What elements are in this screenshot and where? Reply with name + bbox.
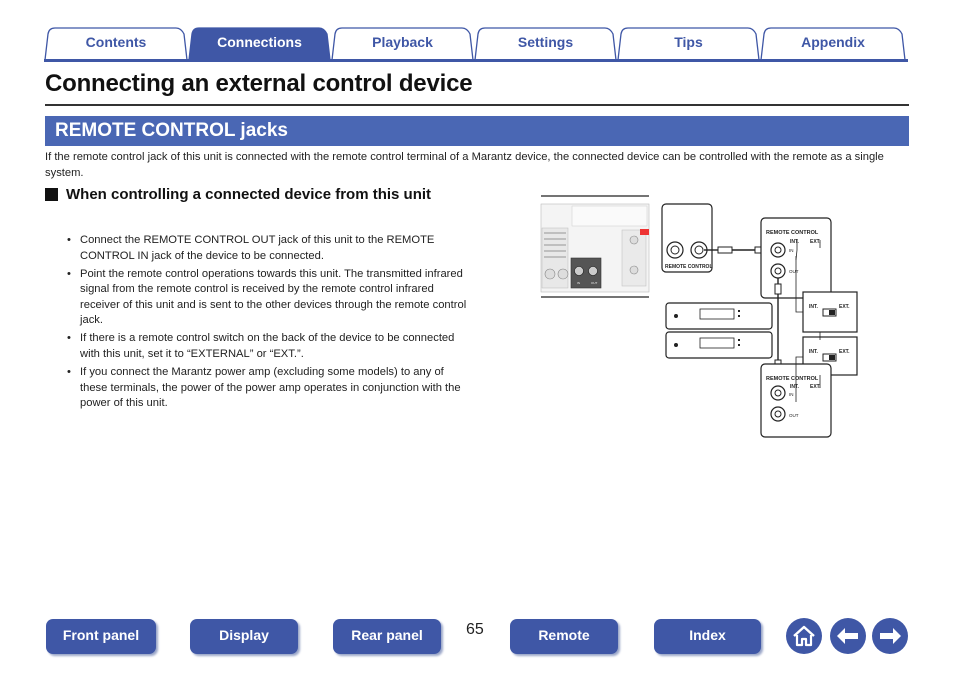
title-divider (45, 104, 909, 106)
button-label: Rear panel (351, 627, 423, 643)
rear-panel-button[interactable]: Rear panel (333, 619, 441, 654)
tab-label: Settings (517, 34, 574, 50)
int-label: INT. (790, 239, 800, 245)
tab-settings[interactable]: Settings (474, 27, 617, 60)
intro-paragraph: If the remote control jack of this unit … (45, 151, 884, 179)
subheading-text: When controlling a connected device from… (66, 186, 432, 203)
home-icon[interactable] (785, 617, 823, 655)
tab-shape (760, 27, 906, 60)
tab-shape (188, 27, 331, 60)
small-out-label: OUT (591, 281, 598, 285)
ext-label: EXT. (810, 239, 821, 245)
main-unit-rear-panel: IN OUT (540, 195, 650, 298)
cable-plug (774, 283, 782, 295)
int-label: INT. (790, 384, 800, 390)
in-label: IN (789, 392, 794, 397)
section-header: REMOTE CONTROL jacks (45, 116, 909, 146)
connected-device-stack (665, 302, 773, 359)
device-jack-label: REMOTE CONTROL (766, 230, 819, 236)
out-label: OUT (789, 413, 799, 418)
button-label: Display (219, 627, 269, 643)
page-title: Connecting an external control device (45, 70, 473, 97)
tab-connections[interactable]: Connections (188, 27, 331, 60)
list-item: If you connect the Marantz power amp (ex… (66, 365, 471, 412)
instruction-list: Connect the REMOTE CONTROL OUT jack of t… (66, 233, 471, 414)
list-item: If there is a remote control switch on t… (66, 331, 471, 362)
unit-jack-label: REMOTE CONTROL (665, 264, 713, 270)
ext-label: EXT. (839, 349, 850, 355)
tab-label: Appendix (801, 34, 865, 50)
tab-baseline (44, 59, 908, 62)
in-label: IN (789, 248, 794, 253)
ext-label: EXT. (810, 384, 821, 390)
device-jack-label: REMOTE CONTROL (766, 376, 819, 382)
tab-label: Connections (217, 34, 302, 50)
connection-diagram: IN OUT REMOTE CONTROL REMOTE CONTROL INT… (540, 195, 858, 438)
callout-line (795, 256, 803, 402)
small-in-label: IN (577, 281, 580, 285)
display-button[interactable]: Display (190, 619, 298, 654)
subheading: When controlling a connected device from… (45, 185, 475, 205)
ext-label: EXT. (839, 304, 850, 310)
tab-appendix[interactable]: Appendix (760, 27, 906, 60)
arrow-right-icon[interactable] (871, 617, 909, 655)
section-title: REMOTE CONTROL jacks (55, 120, 288, 141)
list-item: Connect the REMOTE CONTROL OUT jack of t… (66, 233, 471, 264)
arrow-left-icon[interactable] (829, 617, 867, 655)
button-label: Front panel (62, 627, 140, 643)
tab-label: Contents (85, 34, 147, 50)
tab-playback[interactable]: Playback (331, 27, 474, 60)
remote-switch-1: INT. EXT. (802, 291, 858, 333)
index-button[interactable]: Index (654, 619, 761, 654)
unit-remote-control-jacks: REMOTE CONTROL (661, 203, 713, 273)
list-item: Point the remote control operations towa… (66, 267, 471, 329)
top-tab-bar: Contents Connections Playback Settings T… (44, 27, 908, 62)
button-label: Remote (538, 627, 590, 643)
remote-button[interactable]: Remote (510, 619, 618, 654)
out-label: OUT (789, 269, 799, 274)
front-panel-button[interactable]: Front panel (46, 619, 156, 654)
tab-tips[interactable]: Tips (617, 27, 760, 60)
tab-shape (44, 27, 188, 60)
button-label: Index (689, 627, 726, 643)
int-label: INT. (809, 349, 819, 355)
int-label: INT. (809, 304, 819, 310)
tab-label: Playback (372, 34, 433, 50)
tab-shape (617, 27, 760, 60)
tab-label: Tips (674, 34, 703, 50)
tab-shape (474, 27, 617, 60)
tab-contents[interactable]: Contents (44, 27, 188, 60)
square-bullet-icon (45, 188, 58, 201)
page-number: 65 (466, 621, 484, 638)
tab-shape (331, 27, 474, 60)
